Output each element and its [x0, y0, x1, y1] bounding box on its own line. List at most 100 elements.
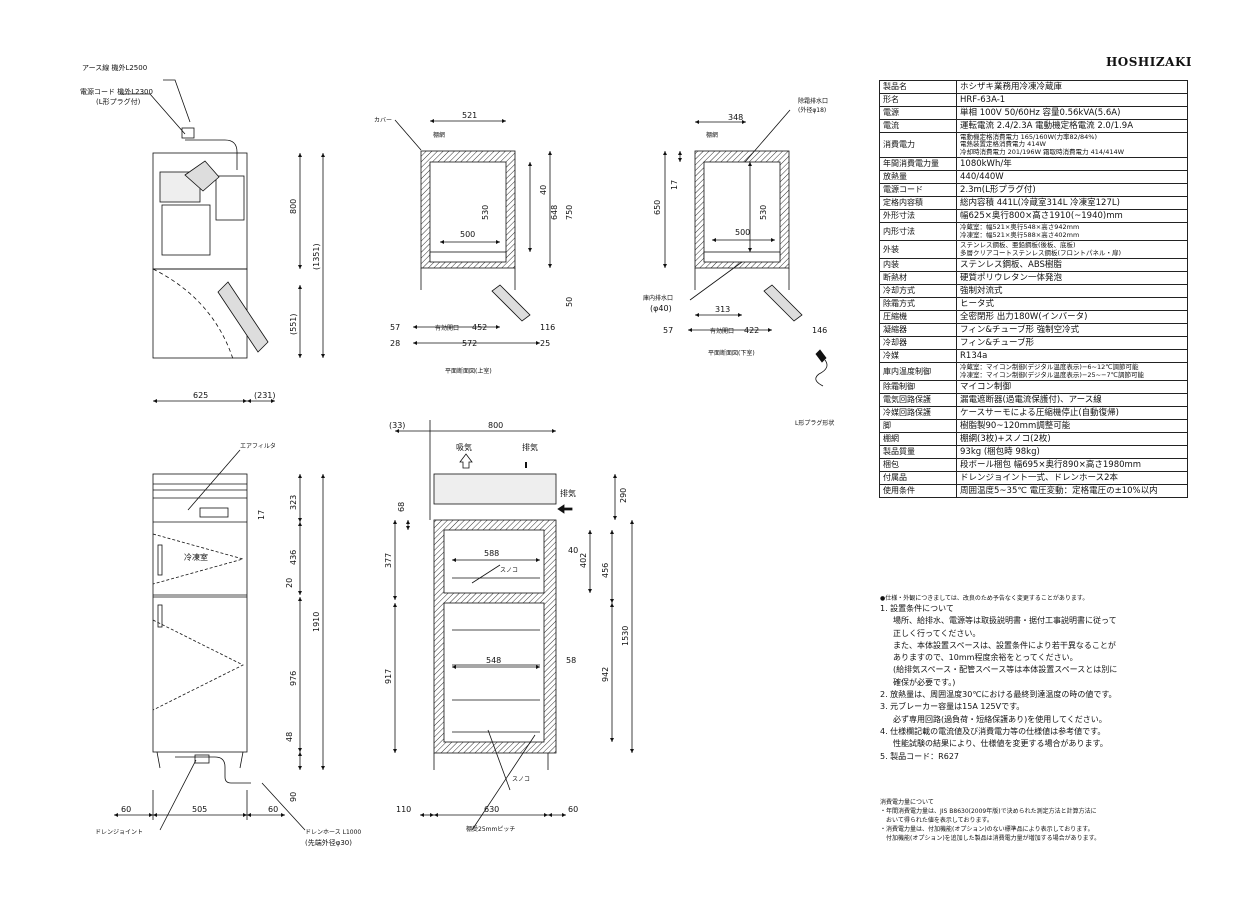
spec-value-line: 冷凍室：マイコン制御(デジタル温度表示)−25~−7℃調節可能	[960, 370, 1144, 379]
spec-value: ステンレス鋼板、亜鉛鋼板(後板、底板)多層クリアコートステンレス鋼板(フロントパ…	[956, 240, 1188, 260]
dim-68: 68	[397, 502, 406, 512]
spec-value: 樹脂製90~120mm調整可能	[956, 419, 1188, 434]
dim-377: 377	[384, 553, 393, 568]
note-3-detail: 必ず専用回路(過負荷・短絡保護あり)を使用してください。	[893, 714, 1107, 724]
spec-row: 棚網棚網(3枚)+スノコ(2枚)	[879, 432, 1188, 447]
dim-976: 976	[289, 671, 298, 686]
footnote: 消費電力量について ・年間消費電力量は、JIS B8630(2009年版)で決め…	[880, 798, 1200, 843]
dim-521: 521	[462, 111, 477, 120]
dim-500a: 500	[460, 230, 475, 239]
dim-800: 800	[289, 199, 298, 214]
dim-17: 17	[670, 180, 679, 190]
footnote-line-5: 付加機能(オプション)を追加した製品は消費電力量が増加する場合があります。	[886, 835, 1101, 842]
spec-label: 冷却器	[879, 336, 957, 351]
front-elevation	[114, 449, 325, 831]
l-plug-label: (L形プラグ付)	[96, 97, 141, 106]
spec-row: 除霜制御マイコン制御	[879, 380, 1188, 395]
drain-port-dia-label: (外径φ18)	[798, 106, 826, 114]
dim-313: 313	[715, 305, 730, 314]
spec-row: 使用条件周囲温度5~35℃ 電圧変動：定格電圧の±10%以内	[879, 484, 1188, 499]
dim-530a: 530	[481, 205, 490, 220]
spec-label: 放熱量	[879, 170, 957, 185]
dim-800b: 800	[488, 421, 503, 430]
spec-label: 製品名	[879, 80, 957, 94]
spec-label: 電流	[879, 119, 957, 133]
inner-drain-label: 庫内排水口	[643, 294, 673, 302]
spec-row: 冷媒回路保護ケースサーモによる圧縮機停止(自動復帰)	[879, 406, 1188, 421]
spec-row: 電源単相 100V 50/60Hz 容量0.56kVA(5.6A)	[879, 106, 1188, 120]
spec-row: 脚樹脂製90~120mm調整可能	[879, 419, 1188, 434]
dim-1530: 1530	[621, 626, 630, 646]
spec-row: 外形寸法幅625×奥行800×高さ1910(~1940)mm	[879, 209, 1188, 224]
dim-500b: 500	[735, 228, 750, 237]
plan-upper-caption: 平面断面図(上室)	[445, 367, 492, 375]
dim-90: 90	[289, 792, 298, 802]
dim-551: (551)	[289, 313, 298, 335]
shelf-net-label-2: 棚網	[706, 131, 718, 139]
spec-value: 漏電遮断器(過電流保護付)、アース線	[956, 393, 1188, 408]
spec-row: 除霜方式ヒータ式	[879, 297, 1188, 312]
dim-60c: 60	[568, 805, 578, 814]
dim-402: 402	[579, 553, 588, 568]
inner-drain-dia-label: (φ40)	[650, 304, 672, 313]
shelf-net-label-1: 棚網	[433, 131, 445, 139]
notes-header: ●仕様・外観につきましては、改良のため予告なく変更することがあります。	[880, 595, 1089, 602]
dim-630: 630	[484, 805, 499, 814]
spec-value: フィン&チューブ形	[956, 336, 1188, 351]
drain-joint-label: ドレンジョイント	[95, 829, 143, 836]
plan-upper-labels: カバー 棚網 521 530 40 648 750 500 50 57 有効開口…	[374, 111, 574, 375]
note-1-detail-2: 正しく行ってください。	[893, 628, 981, 638]
side-view-top-labels: アース線 機外L2500 電源コード 機外L2300 (L形プラグ付) 800 …	[80, 63, 321, 400]
effective-opening-label-2: 有効開口	[710, 327, 734, 335]
pitch-label: 棚受25mmピッチ	[466, 825, 515, 833]
spec-value-line: 冷却時消費電力 201/196W 霜取時消費電力 414/414W	[960, 147, 1125, 156]
spec-value: ケースサーモによる圧縮機停止(自動復帰)	[956, 406, 1188, 421]
spec-label: 梱包	[879, 458, 957, 473]
footnote-line-3: おいて得られた値を表示しております。	[886, 817, 993, 824]
dim-50: 50	[565, 297, 574, 307]
spec-row: 製品名ホシザキ業務用冷凍冷蔵庫	[879, 80, 1188, 94]
dim-942: 942	[601, 667, 610, 682]
dim-650: 650	[653, 200, 662, 215]
spec-value: マイコン制御	[956, 380, 1188, 395]
spec-label: 形名	[879, 93, 957, 107]
spec-row: 定格内容積総内容積 441L(冷蔵室314L 冷凍室127L)	[879, 196, 1188, 211]
spec-row: 冷却方式強制対流式	[879, 284, 1188, 299]
dim-60a: 60	[121, 805, 131, 814]
side-view-top	[120, 79, 325, 403]
spec-label: 凝縮器	[879, 323, 957, 338]
spec-label: 除霜方式	[879, 297, 957, 312]
spec-label: 外装	[879, 240, 957, 260]
spec-row: 冷却器フィン&チューブ形	[879, 336, 1188, 351]
dim-917: 917	[384, 669, 393, 684]
dim-110: 110	[396, 805, 411, 814]
note-4-detail: 性能試験の結果により、仕様値を変更する場合があります。	[893, 739, 1108, 749]
spec-value-line: ステンレス鋼板、亜鉛鋼板(後板、底板)	[960, 241, 1076, 250]
spec-row: 消費電力電動機定格消費電力 165/160W(力率82/84%)電熱装置定格消費…	[879, 131, 1188, 159]
spec-label: 内装	[879, 258, 957, 273]
spec-value: ホシザキ業務用冷凍冷蔵庫	[956, 80, 1188, 94]
power-cord-label: 電源コード 機外L2300	[80, 87, 153, 96]
dim-17b: 17	[257, 510, 266, 520]
cover-label: カバー	[374, 117, 392, 124]
drain-port-label: 除霜排水口	[798, 97, 828, 105]
spec-label: 圧縮機	[879, 310, 957, 325]
spec-value: ドレンジョイント一式、ドレンホース2本	[956, 471, 1188, 486]
note-4: 4. 仕様欄記載の電流値及び消費電力等の仕様値は参考値です。	[880, 726, 1106, 736]
spec-label: 外形寸法	[879, 209, 957, 224]
spec-label: 使用条件	[879, 484, 957, 499]
spec-value: 全密閉形 出力180W(インバータ)	[956, 310, 1188, 325]
note-2: 2. 放熱量は、周囲温度30℃における最終到達温度の時の値です。	[880, 690, 1117, 700]
dim-48: 48	[285, 732, 294, 742]
freezer-label: 冷凍室	[184, 552, 208, 562]
spec-value: 電動機定格消費電力 165/160W(力率82/84%)電熱装置定格消費電力 4…	[956, 131, 1188, 159]
drain-hose-tip-label: (先端外径φ30)	[305, 838, 352, 847]
dim-456: 456	[601, 563, 610, 578]
dim-20: 20	[285, 578, 294, 588]
spec-row: 内装ステンレス鋼板、ABS樹脂	[879, 258, 1188, 273]
